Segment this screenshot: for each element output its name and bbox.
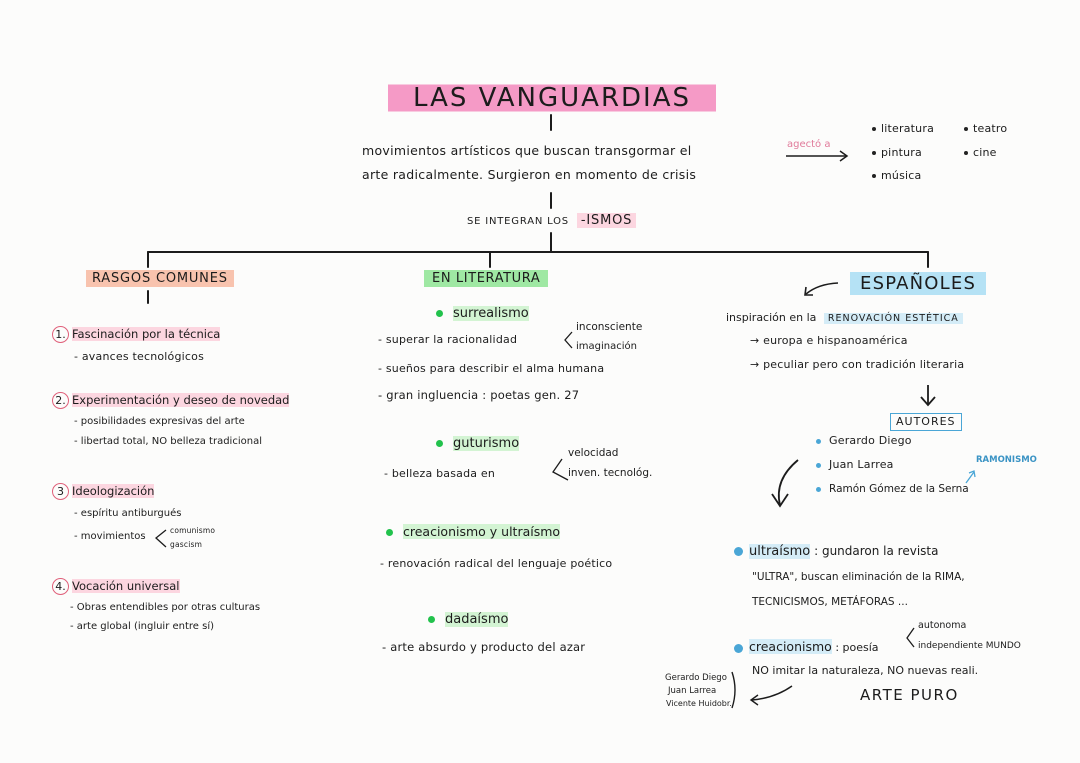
green-dot-icon bbox=[436, 310, 443, 317]
side-author-2: Juan Larrea bbox=[668, 686, 717, 696]
rasgos-heading: RASGOS COMUNES bbox=[86, 270, 234, 287]
creacionismo-esp-line-1: creacionismo : poesía bbox=[734, 639, 879, 654]
surrealismo-line-1: - superar la racionalidad bbox=[378, 333, 518, 346]
integran-line: SE INTEGRAN LOS -ISMOS bbox=[467, 213, 637, 228]
bullet-icon bbox=[964, 127, 968, 131]
rasgo-4-sub-2: - arte global (ingluir entre sí) bbox=[70, 621, 215, 632]
integran-prefix: SE INTEGRAN LOS bbox=[467, 216, 569, 227]
ismos-highlight: -ISMOS bbox=[576, 213, 637, 228]
side-author-3: Vicente Huidobr. bbox=[666, 699, 732, 708]
green-dot-icon bbox=[428, 616, 435, 623]
rasgo-1-sub-1: - avances tecnológicos bbox=[74, 350, 205, 363]
affected-cine: cine bbox=[964, 146, 997, 159]
autor-ramon-gomez: Ramón Gómez de la Serna bbox=[816, 483, 969, 495]
futurismo-opt-1: velocidad bbox=[568, 447, 619, 459]
creacionismo-name: creacionismo bbox=[749, 639, 832, 654]
inspiracion-line: inspiración en la RENOVACIÓN ESTÉTICA bbox=[726, 311, 963, 324]
bullet-icon bbox=[964, 151, 968, 155]
ultraismo-line-3: TECNICISMOS, METÁFORAS ... bbox=[752, 596, 908, 608]
rasgo-title: Vocación universal bbox=[72, 579, 180, 593]
dadaismo-line-1: - arte absurdo y producto del azar bbox=[382, 640, 586, 654]
ultraismo-line-1: ultraísmo : gundaron la revista bbox=[734, 544, 938, 559]
blue-dot-icon bbox=[734, 547, 743, 556]
rasgo-title: Fascinación por la técnica bbox=[72, 327, 221, 341]
autor-juan-larrea: Juan Larrea bbox=[816, 458, 894, 471]
affected-teatro: teatro bbox=[964, 122, 1007, 135]
ultraismo-name: ultraísmo bbox=[749, 544, 811, 559]
green-dot-icon bbox=[386, 529, 393, 536]
rasgo-3-sub-1: - espíritu antiburgués bbox=[74, 508, 182, 519]
espanoles-heading: ESPAÑOLES bbox=[850, 272, 987, 295]
renovacion-highlight: RENOVACIÓN ESTÉTICA bbox=[823, 313, 963, 324]
rasgo-number: 2. bbox=[52, 392, 69, 409]
surrealismo-title: surrealismo bbox=[436, 306, 529, 321]
affected-literatura: literatura bbox=[872, 122, 934, 135]
blue-dot-icon bbox=[734, 643, 743, 653]
rasgo-number: 3 bbox=[52, 483, 69, 500]
espanoles-line-2: → peculiar pero con tradición literaria bbox=[750, 358, 965, 371]
creacionismo-ultraismo-title: creacionismo y ultraísmo bbox=[386, 524, 561, 539]
blue-dot-icon bbox=[816, 462, 821, 468]
rasgo-4: 4.Vocación universal bbox=[52, 578, 180, 595]
bullet-icon bbox=[872, 151, 876, 155]
futurismo-line-1: - belleza basada en bbox=[384, 467, 496, 480]
ramonismo-label: RAMONISMO bbox=[976, 455, 1037, 465]
movimientos-opt-2: gascism bbox=[170, 540, 203, 549]
affected-label: agectó a bbox=[787, 139, 831, 150]
surrealismo-opt-2: imaginación bbox=[576, 341, 637, 352]
futurismo-opt-2: inven. tecnológ. bbox=[568, 467, 653, 479]
autores-box: AUTORES bbox=[890, 413, 962, 431]
bullet-icon bbox=[872, 127, 876, 131]
surrealismo-line-3: - gran ingluencia : poetas gen. 27 bbox=[378, 388, 580, 402]
rasgo-2-sub-2: - libertad total, NO belleza tradicional bbox=[74, 436, 262, 447]
ultraismo-line-2: "ULTRA", buscan eliminación de la RIMA, bbox=[752, 571, 965, 583]
rasgo-2-sub-1: - posibilidades expresivas del arte bbox=[74, 416, 245, 427]
creacionismo-opt-2: independiente MUNDO bbox=[918, 641, 1021, 651]
bullet-icon bbox=[872, 174, 876, 178]
page-title: LAS VANGUARDIAS bbox=[388, 82, 716, 114]
autor-gerardo-diego: Gerardo Diego bbox=[816, 434, 912, 447]
rasgo-title: Experimentación y deseo de novedad bbox=[72, 393, 290, 407]
espanoles-line-1: → europa e hispanoamérica bbox=[750, 334, 908, 347]
movimientos-opt-1: comunismo bbox=[170, 526, 216, 535]
side-author-1: Gerardo Diego bbox=[665, 673, 727, 683]
futurismo-title: guturismo bbox=[436, 436, 520, 451]
definition-line-1: movimientos artísticos que buscan transg… bbox=[362, 143, 692, 158]
blue-dot-icon bbox=[816, 438, 821, 444]
rasgo-4-sub-1: - Obras entendibles por otras culturas bbox=[70, 602, 261, 613]
creacionismo-esp-line-2: NO imitar la naturaleza, NO nuevas reali… bbox=[752, 664, 979, 677]
affected-musica: música bbox=[872, 169, 921, 182]
rasgo-3-sub-2: - movimientos bbox=[74, 531, 146, 542]
rasgo-1: 1.Fascinación por la técnica bbox=[52, 326, 221, 343]
blue-dot-icon bbox=[816, 486, 821, 492]
dadaismo-title: dadaísmo bbox=[428, 612, 509, 627]
surrealismo-line-2: - sueños para describir el alma humana bbox=[378, 362, 605, 375]
rasgo-number: 4. bbox=[52, 578, 69, 595]
affected-pintura: pintura bbox=[872, 146, 922, 159]
rasgo-title: Ideologización bbox=[72, 484, 155, 498]
literatura-heading: EN LITERATURA bbox=[424, 270, 549, 287]
surrealismo-opt-1: inconsciente bbox=[576, 321, 643, 333]
green-dot-icon bbox=[436, 440, 443, 447]
creacionismo-opt-1: autonoma bbox=[918, 620, 967, 631]
rasgo-number: 1. bbox=[52, 326, 69, 343]
creacionismo-line-1: - renovación radical del lenguaje poétic… bbox=[380, 557, 613, 570]
definition-line-2: arte radicalmente. Surgieron en momento … bbox=[362, 167, 697, 182]
arte-puro: ARTE PURO bbox=[860, 686, 959, 704]
rasgo-2: 2.Experimentación y deseo de novedad bbox=[52, 392, 290, 409]
